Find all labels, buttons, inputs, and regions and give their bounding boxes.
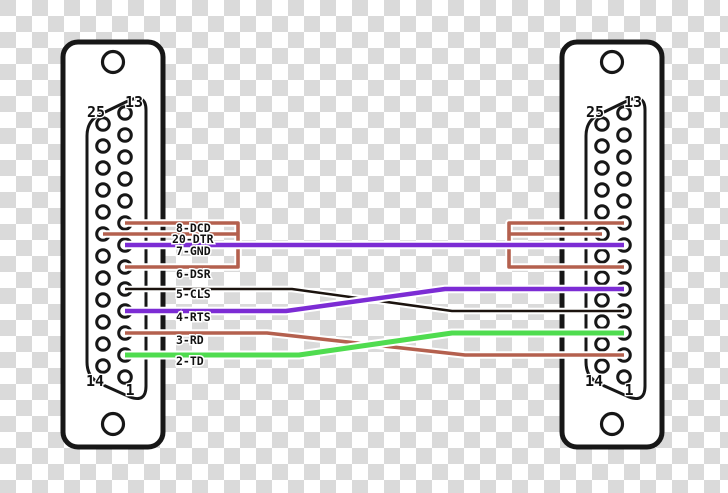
db25-connector-left: 25 13 14 1 [60,39,166,450]
pin-hole [95,138,111,154]
pin-hole [95,182,111,198]
pin-hole [117,369,133,385]
label-2-td: 2-TD [176,354,204,368]
pin-hole [95,248,111,264]
pin-hole [95,160,111,176]
screw-hole-bottom [100,411,126,437]
wire-labels: 8-DCD 20-DTR 7-GND 6-DSR 5-CLS 4-RTS 3-R… [171,220,216,370]
pin-hole [616,171,632,187]
pin-hole [95,336,111,352]
pin-hole [594,336,610,352]
rts-to-cls-wire [125,286,624,314]
pin-number-25: 25 [586,103,604,121]
pin-hole [594,160,610,176]
label-6-dsr: 6-DSR [176,267,211,281]
pin-hole [95,314,111,330]
pin-column-14-25 [95,116,111,374]
pin-number-13: 13 [624,93,642,111]
pin-number-14: 14 [86,372,104,390]
pin-hole [117,127,133,143]
pin-hole [95,358,111,374]
pin-number-13: 13 [125,93,143,111]
pin-hole [616,149,632,165]
td-to-rd-wire [125,330,624,358]
pin-hole [594,204,610,220]
pin-hole [95,204,111,220]
label-8-dcd: 8-DCD [176,221,211,235]
pin-hole [594,138,610,154]
pin-hole [95,116,111,132]
screw-hole-top [599,49,625,75]
pin-hole [594,116,610,132]
pin-hole [616,193,632,209]
pin-hole [594,292,610,308]
pin-number-1: 1 [125,381,134,399]
label-20-dtr: 20-DTR [172,232,214,246]
screw-hole-top [100,49,126,75]
pin-hole [594,314,610,330]
pin-hole [594,248,610,264]
pin-hole [117,171,133,187]
pin-hole [594,358,610,374]
pin-hole [95,270,111,286]
pin-hole [616,105,632,121]
pin-number-25: 25 [87,103,105,121]
pin-hole [95,292,111,308]
pin-hole [117,149,133,165]
pin-hole [117,105,133,121]
screw-hole-bottom [599,411,625,437]
label-7-gnd: 7-GND [176,244,211,258]
label-4-rts: 4-RTS [176,310,211,324]
wires [103,219,624,360]
pin-number-1: 1 [624,381,633,399]
pin-number-14: 14 [585,372,603,390]
label-3-rd: 3-RD [176,333,204,347]
pin-hole [594,270,610,286]
pin-hole [616,369,632,385]
pin-hole [616,127,632,143]
label-5-cls: 5-CLS [176,287,211,301]
pin-hole [117,193,133,209]
pin-hole [594,182,610,198]
